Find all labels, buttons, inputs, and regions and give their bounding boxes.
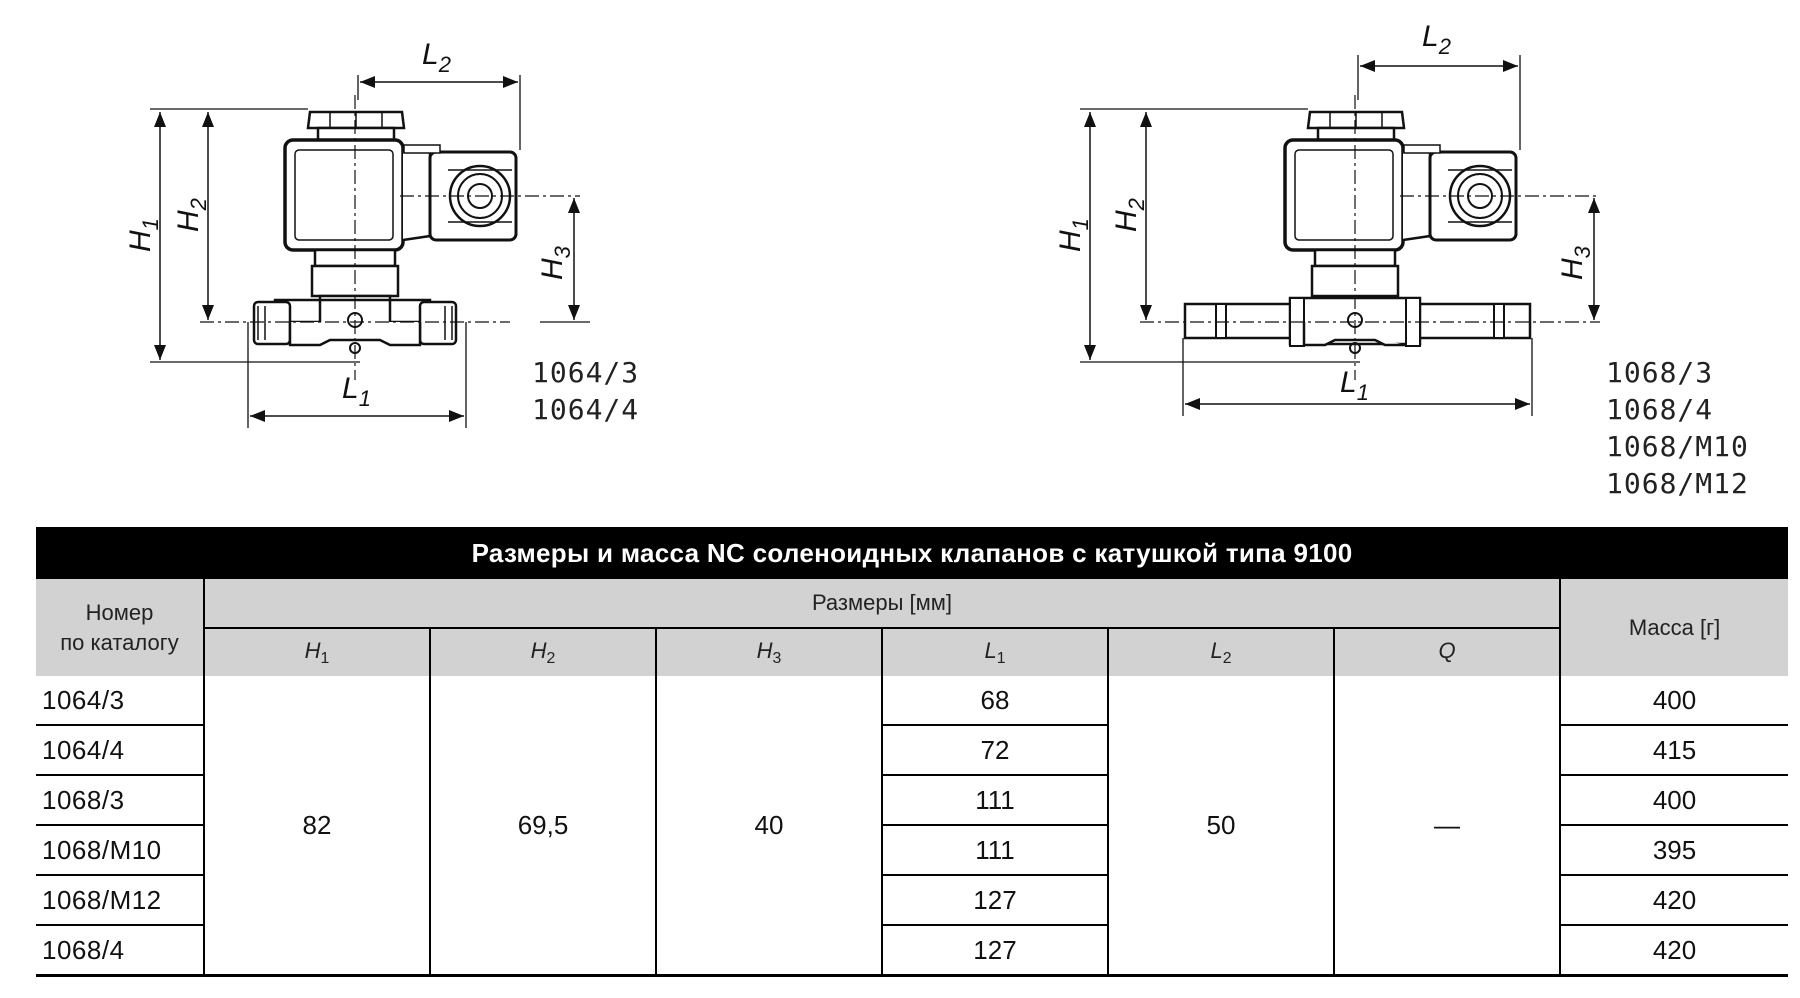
cell-mass: 400 xyxy=(1558,676,1789,726)
label-h2-right: H2 xyxy=(1110,198,1149,232)
cell-model: 1068/3 xyxy=(36,775,204,826)
header-q: Q xyxy=(1333,627,1560,676)
cell-model: 1064/3 xyxy=(36,676,204,726)
header-dimensions: Размеры [мм] xyxy=(203,579,1560,628)
cell-model: 1064/4 xyxy=(36,725,204,776)
model-label: 1064/3 xyxy=(532,356,640,389)
cell-h3: 40 xyxy=(655,676,882,977)
dimension-labels-right: L2 L1 H1 H2 H3 xyxy=(1054,20,1595,405)
model-list-left: 1064/3 1064/4 xyxy=(532,354,639,428)
model-label: 1068/3 xyxy=(1606,356,1714,389)
label-h2-left: H2 xyxy=(172,198,211,232)
label-h1-right: H1 xyxy=(1054,218,1093,252)
cell-model: 1068/M10 xyxy=(36,825,204,876)
cell-mass: 420 xyxy=(1558,925,1789,977)
table-row: 1064/3 82 69,5 40 68 50 — 400 xyxy=(36,676,1789,977)
cell-h1: 82 xyxy=(203,676,430,977)
cell-mass: 420 xyxy=(1558,875,1789,926)
cell-l1: 111 xyxy=(881,825,1108,876)
label-l1-left: L1 xyxy=(342,372,371,411)
cell-l1: 127 xyxy=(881,875,1108,926)
cell-h2: 69,5 xyxy=(429,676,656,977)
model-label: 1068/4 xyxy=(1606,393,1714,426)
dimension-labels-left: L2 L1 H1 H2 H3 xyxy=(124,38,575,411)
valve-drawing-left xyxy=(150,75,590,428)
label-h3-right: H3 xyxy=(1556,245,1595,280)
cell-l1: 111 xyxy=(881,775,1108,826)
table-title: Размеры и масса NC соленоидных клапанов … xyxy=(36,527,1789,579)
header-l1: L1 xyxy=(881,627,1108,676)
label-h1-left: H1 xyxy=(124,218,163,252)
table-row: 1068/M10 111 395 xyxy=(36,825,1789,876)
cell-l1: 72 xyxy=(881,725,1108,776)
model-label: 1068/M12 xyxy=(1606,467,1749,500)
table-row: 1068/M12 127 420 xyxy=(36,875,1789,926)
header-catalog: Номер по каталогу xyxy=(36,579,204,676)
label-l2-right: L2 xyxy=(1422,20,1451,59)
table-row: 1064/4 72 415 xyxy=(36,725,1789,776)
header-h1: H1 xyxy=(203,627,430,676)
cell-q: — xyxy=(1333,676,1560,977)
cell-model: 1068/4 xyxy=(36,925,204,977)
valve-drawings: L2 L1 H1 H2 H3 xyxy=(124,20,1600,428)
table-row: 1068/4 127 420 xyxy=(36,925,1789,977)
label-l1-right: L1 xyxy=(1340,366,1369,405)
model-label: 1068/M10 xyxy=(1606,430,1749,463)
cell-mass: 415 xyxy=(1558,725,1789,776)
cell-l2: 50 xyxy=(1107,676,1334,977)
header-mass: Масса [г] xyxy=(1558,579,1789,676)
table-row: 1068/3 111 400 xyxy=(36,775,1789,826)
valve-drawing-right xyxy=(1080,55,1600,416)
label-h3-left: H3 xyxy=(536,245,575,280)
header-h2: H2 xyxy=(429,627,656,676)
cell-model: 1068/M12 xyxy=(36,875,204,926)
model-label: 1064/4 xyxy=(532,393,640,426)
header-l2: L2 xyxy=(1107,627,1334,676)
cell-l1: 127 xyxy=(881,925,1108,977)
cell-mass: 400 xyxy=(1558,775,1789,826)
cell-l1: 68 xyxy=(881,676,1108,726)
cell-mass: 395 xyxy=(1558,825,1789,876)
label-l2-left: L2 xyxy=(422,38,451,77)
header-h3: H3 xyxy=(655,627,882,676)
dimensions-table-wrap: Размеры и масса NC соленоидных клапанов … xyxy=(36,527,1789,977)
model-list-right: 1068/3 1068/4 1068/M10 1068/M12 xyxy=(1606,354,1749,502)
dimensions-table: Размеры и масса NC соленоидных клапанов … xyxy=(36,527,1789,977)
